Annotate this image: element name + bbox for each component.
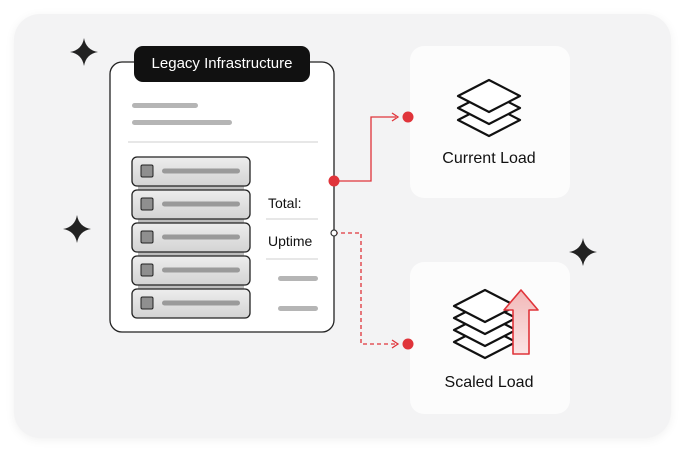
connector-scaled <box>334 232 396 345</box>
connector-dot <box>402 338 414 350</box>
server-unit <box>131 255 251 286</box>
connector-dot <box>330 229 338 237</box>
uptime-label: Uptime <box>268 233 313 249</box>
server-unit <box>131 288 251 319</box>
current-load-label: Current Load <box>442 150 536 167</box>
layers-stack-icon <box>452 288 518 360</box>
layers-stack-icon <box>456 78 522 138</box>
sparkle-icon <box>63 215 91 243</box>
placeholder-line <box>278 306 318 311</box>
total-label: Total: <box>268 195 302 211</box>
server-rack-icon <box>131 156 251 319</box>
placeholder-line <box>278 276 318 281</box>
server-unit <box>131 189 251 220</box>
sparkle-icon <box>70 38 98 66</box>
connector-arrowhead <box>391 112 400 122</box>
server-unit <box>131 156 251 187</box>
placeholder-line <box>132 120 232 125</box>
connector-arrowhead <box>391 339 400 349</box>
sparkle-icon <box>569 238 597 266</box>
placeholder-line <box>132 103 198 108</box>
up-arrow-icon <box>503 289 539 355</box>
server-unit <box>131 222 251 253</box>
scaled-load-label: Scaled Load <box>444 374 534 391</box>
legacy-title: Legacy Infrastructure <box>134 46 310 82</box>
connector-current <box>334 116 396 182</box>
connector-dot <box>328 175 340 187</box>
connector-dot <box>402 111 414 123</box>
